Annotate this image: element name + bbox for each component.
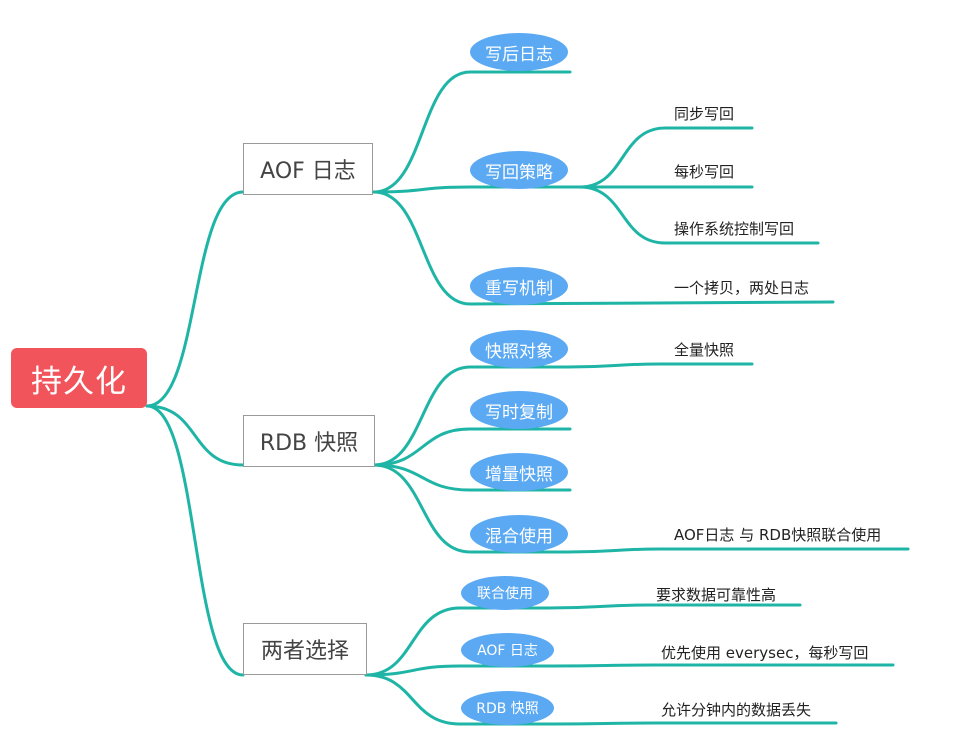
link-wb-os bbox=[578, 185, 820, 245]
topic-rdb-snapshot[interactable]: RDB 快照 bbox=[461, 691, 554, 725]
link-aof-rewrite bbox=[372, 190, 835, 306]
branch-aof-log[interactable]: AOF 日志 bbox=[243, 143, 373, 195]
link-aof-writeback bbox=[372, 185, 582, 194]
leaf-os-controlled-write-back[interactable]: 操作系统控制写回 bbox=[674, 220, 795, 238]
root-topic[interactable]: 持久化 bbox=[11, 348, 147, 408]
link-root-choice bbox=[145, 404, 245, 677]
topic-copy-on-write[interactable]: 写时复制 bbox=[470, 391, 568, 429]
leaf-sync-write-back[interactable]: 同步写回 bbox=[674, 105, 735, 123]
topic-incremental-snapshot[interactable]: 增量快照 bbox=[470, 453, 568, 491]
leaf-aof-rdb-combined[interactable]: AOF日志 与 RDB快照联合使用 bbox=[674, 526, 882, 544]
link-aof-writeafter bbox=[372, 70, 572, 194]
topic-snapshot-object[interactable]: 快照对象 bbox=[470, 330, 568, 368]
topic-write-back-policy[interactable]: 写回策略 bbox=[470, 151, 568, 189]
link-rdb-cow bbox=[372, 427, 572, 467]
branch-rdb-snapshot[interactable]: RDB 快照 bbox=[243, 415, 375, 467]
link-wb-sync bbox=[578, 126, 754, 189]
link-rdb-object bbox=[372, 362, 754, 467]
leaf-one-copy-two-logs[interactable]: 一个拷贝，两处日志 bbox=[674, 279, 810, 297]
leaf-prefer-everysec[interactable]: 优先使用 everysec，每秒写回 bbox=[661, 644, 869, 662]
link-root-rdb bbox=[145, 404, 245, 467]
topic-rewrite-mechanism[interactable]: 重写机制 bbox=[470, 267, 568, 305]
link-choice-combined bbox=[364, 603, 802, 677]
topic-write-after-log[interactable]: 写后日志 bbox=[470, 33, 568, 71]
topic-aof-log[interactable]: AOF 日志 bbox=[461, 633, 554, 667]
branch-choice[interactable]: 两者选择 bbox=[243, 623, 367, 675]
link-choice-rdb bbox=[364, 673, 838, 726]
leaf-per-second-write-back[interactable]: 每秒写回 bbox=[674, 163, 735, 181]
leaf-allow-minute-loss[interactable]: 允许分钟内的数据丢失 bbox=[661, 701, 812, 719]
link-choice-aof bbox=[364, 663, 895, 677]
topic-mixed-use[interactable]: 混合使用 bbox=[470, 515, 568, 553]
leaf-high-reliability[interactable]: 要求数据可靠性高 bbox=[656, 586, 777, 604]
link-rdb-incremental bbox=[372, 463, 572, 492]
topic-combined-use[interactable]: 联合使用 bbox=[461, 576, 549, 610]
link-rdb-mixed bbox=[372, 463, 910, 554]
link-root-aof bbox=[145, 190, 245, 408]
leaf-full-snapshot[interactable]: 全量快照 bbox=[674, 341, 735, 359]
